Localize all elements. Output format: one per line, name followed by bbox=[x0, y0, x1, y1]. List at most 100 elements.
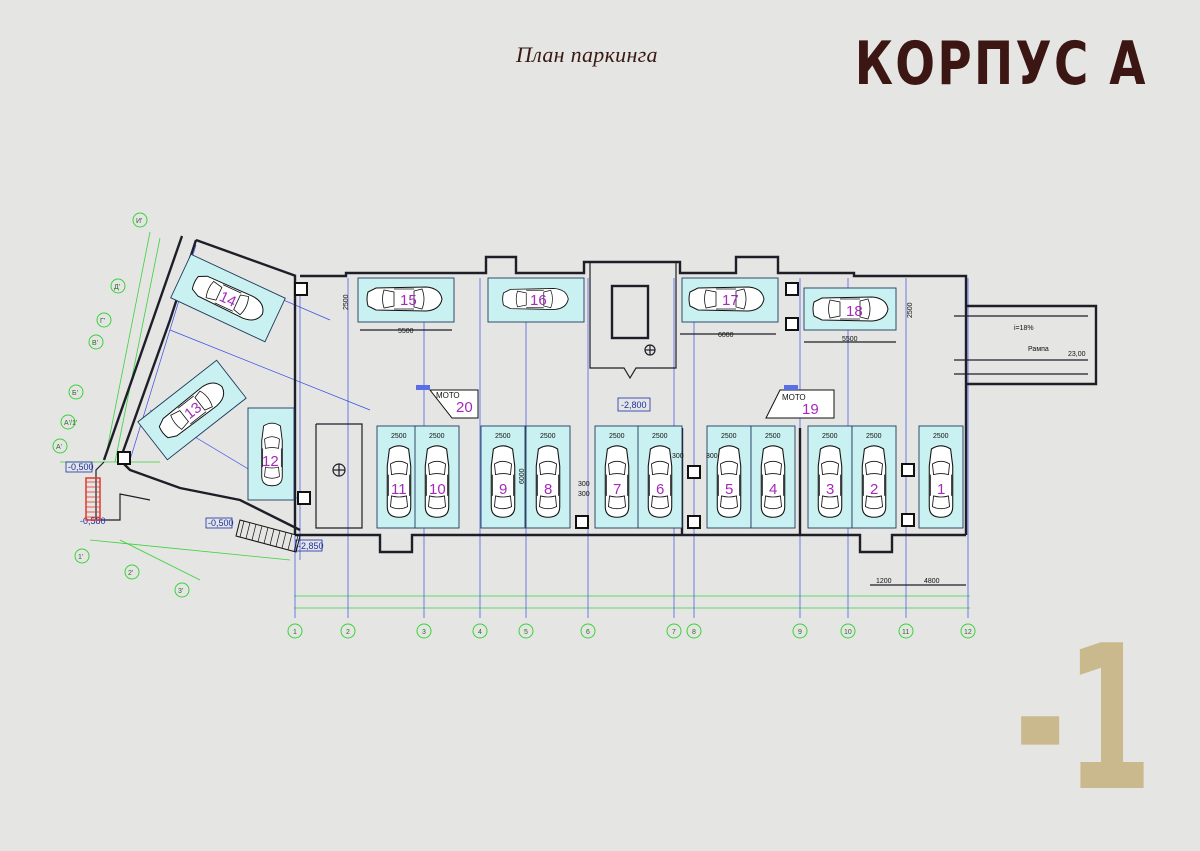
spot-18: 18 bbox=[803, 287, 897, 331]
spot-8-number: 8 bbox=[544, 481, 552, 498]
svg-text:МОТО: МОТО bbox=[436, 391, 460, 400]
axis-label-left-5: А'/1' bbox=[64, 420, 77, 427]
spot-15: 15 bbox=[357, 277, 455, 323]
axis-bubble-left-2 bbox=[96, 312, 112, 328]
spot-7-width: 2500 bbox=[609, 433, 625, 440]
axis-label-2: 2 bbox=[346, 629, 350, 636]
axis-bubble-3 bbox=[416, 623, 432, 639]
spot-11: 11 2500 bbox=[376, 425, 422, 529]
svg-text:-0,580: -0,580 bbox=[80, 516, 106, 526]
axis-label-left-0: И' bbox=[136, 218, 142, 225]
level-marks: -2,800 -2,850 -0,500 -0,500 -0,580 bbox=[65, 397, 651, 552]
svg-text:12: 12 bbox=[262, 453, 279, 470]
plan-subtitle: План паркинга bbox=[516, 42, 658, 67]
svg-text:-0,500: -0,500 bbox=[208, 518, 234, 528]
axis-bubble-12 bbox=[960, 623, 976, 639]
spot-3-number: 3 bbox=[826, 481, 834, 498]
axis-label-12: 12 bbox=[964, 629, 972, 636]
building-title: КОРПУС А bbox=[854, 29, 1148, 99]
svg-text:15: 15 bbox=[400, 292, 417, 309]
spot-16: 16 bbox=[487, 277, 585, 323]
axis-label-4: 4 bbox=[478, 629, 482, 636]
ramp-length: 23,00 bbox=[1068, 351, 1086, 358]
spot-6-width: 2500 bbox=[652, 433, 668, 440]
ramp-label: Рампа bbox=[1028, 346, 1049, 353]
svg-text:16: 16 bbox=[530, 292, 547, 309]
axis-bubble-4 bbox=[472, 623, 488, 639]
axis-label-9: 9 bbox=[798, 629, 802, 636]
spot-6-number: 6 bbox=[656, 481, 664, 498]
axis-bubble-left-7 bbox=[74, 548, 90, 564]
spot-7: 7 2500 bbox=[594, 425, 640, 529]
spot-17: 17 bbox=[681, 277, 779, 323]
spot-2-number: 2 bbox=[870, 481, 878, 498]
axis-bubble-11 bbox=[898, 623, 914, 639]
spot-12: 12 bbox=[247, 407, 295, 501]
svg-text:2500: 2500 bbox=[343, 294, 350, 310]
axis-bubble-10 bbox=[840, 623, 856, 639]
axis-bubble-left-8 bbox=[124, 564, 140, 580]
spot-3: 3 2500 bbox=[807, 425, 853, 529]
ramp-slope: i=18% bbox=[1014, 325, 1034, 332]
svg-text:6000: 6000 bbox=[519, 468, 526, 484]
axis-label-10: 10 bbox=[844, 629, 852, 636]
svg-text:5500: 5500 bbox=[398, 328, 414, 335]
axis-label-left-2: Г' bbox=[100, 318, 105, 325]
axis-bubble-left-3 bbox=[88, 334, 104, 350]
axis-label-left-9: 3' bbox=[178, 588, 183, 595]
axis-dimension-lines bbox=[60, 231, 970, 609]
axis-label-11: 11 bbox=[902, 629, 909, 636]
axis-bubble-6 bbox=[580, 623, 596, 639]
axis-label-3: 3 bbox=[422, 629, 426, 636]
svg-text:МОТО: МОТО bbox=[782, 393, 806, 402]
spot-7-number: 7 bbox=[613, 481, 621, 498]
svg-text:4800: 4800 bbox=[924, 578, 940, 585]
spot-10-width: 2500 bbox=[429, 433, 445, 440]
axis-bubbles-left: И'Д'Г'В'Б'А'/1'А'1'2'3' bbox=[52, 212, 190, 598]
svg-text:-2,800: -2,800 bbox=[621, 400, 647, 410]
svg-text:17: 17 bbox=[722, 292, 739, 309]
axis-label-8: 8 bbox=[692, 629, 696, 636]
axis-bubble-2 bbox=[340, 623, 356, 639]
svg-text:5500: 5500 bbox=[842, 336, 858, 343]
spot-5-number: 5 bbox=[725, 481, 733, 498]
axis-label-7: 7 bbox=[672, 629, 676, 636]
svg-text:1200: 1200 bbox=[876, 578, 892, 585]
moto-spot-20: МОТО 20 bbox=[416, 385, 479, 419]
vertical-spots-row: 1125001025009250082500725006250052500425… bbox=[376, 425, 964, 529]
axis-bubble-9 bbox=[792, 623, 808, 639]
columns bbox=[117, 282, 915, 529]
axis-bubble-left-4 bbox=[68, 384, 84, 400]
spot-5-width: 2500 bbox=[721, 433, 737, 440]
svg-text:300: 300 bbox=[578, 491, 590, 498]
spot-11-number: 11 bbox=[391, 481, 407, 498]
spot-11-width: 2500 bbox=[391, 433, 407, 440]
axis-bubble-7 bbox=[666, 623, 682, 639]
svg-text:18: 18 bbox=[846, 303, 863, 320]
axis-label-6: 6 bbox=[586, 629, 590, 636]
svg-text:300: 300 bbox=[706, 453, 718, 460]
axis-label-5: 5 bbox=[524, 629, 528, 636]
spot-13: 13 bbox=[137, 359, 247, 461]
axis-label-left-1: Д' bbox=[114, 284, 120, 291]
axis-bubble-left-0 bbox=[132, 212, 148, 228]
axis-label-left-3: В' bbox=[92, 340, 98, 347]
spot-5: 5 2500 bbox=[706, 425, 752, 529]
spot-3-width: 2500 bbox=[822, 433, 838, 440]
axis-label-left-6: А' bbox=[56, 444, 62, 451]
spot-10-number: 10 bbox=[429, 481, 446, 498]
svg-text:300: 300 bbox=[672, 453, 684, 460]
svg-text:20: 20 bbox=[456, 399, 473, 416]
spot-10: 10 2500 bbox=[414, 425, 460, 529]
moto-spot-19: МОТО 19 bbox=[765, 385, 835, 419]
axis-bubble-1 bbox=[287, 623, 303, 639]
axis-bubble-5 bbox=[518, 623, 534, 639]
axis-bubble-left-1 bbox=[110, 278, 126, 294]
